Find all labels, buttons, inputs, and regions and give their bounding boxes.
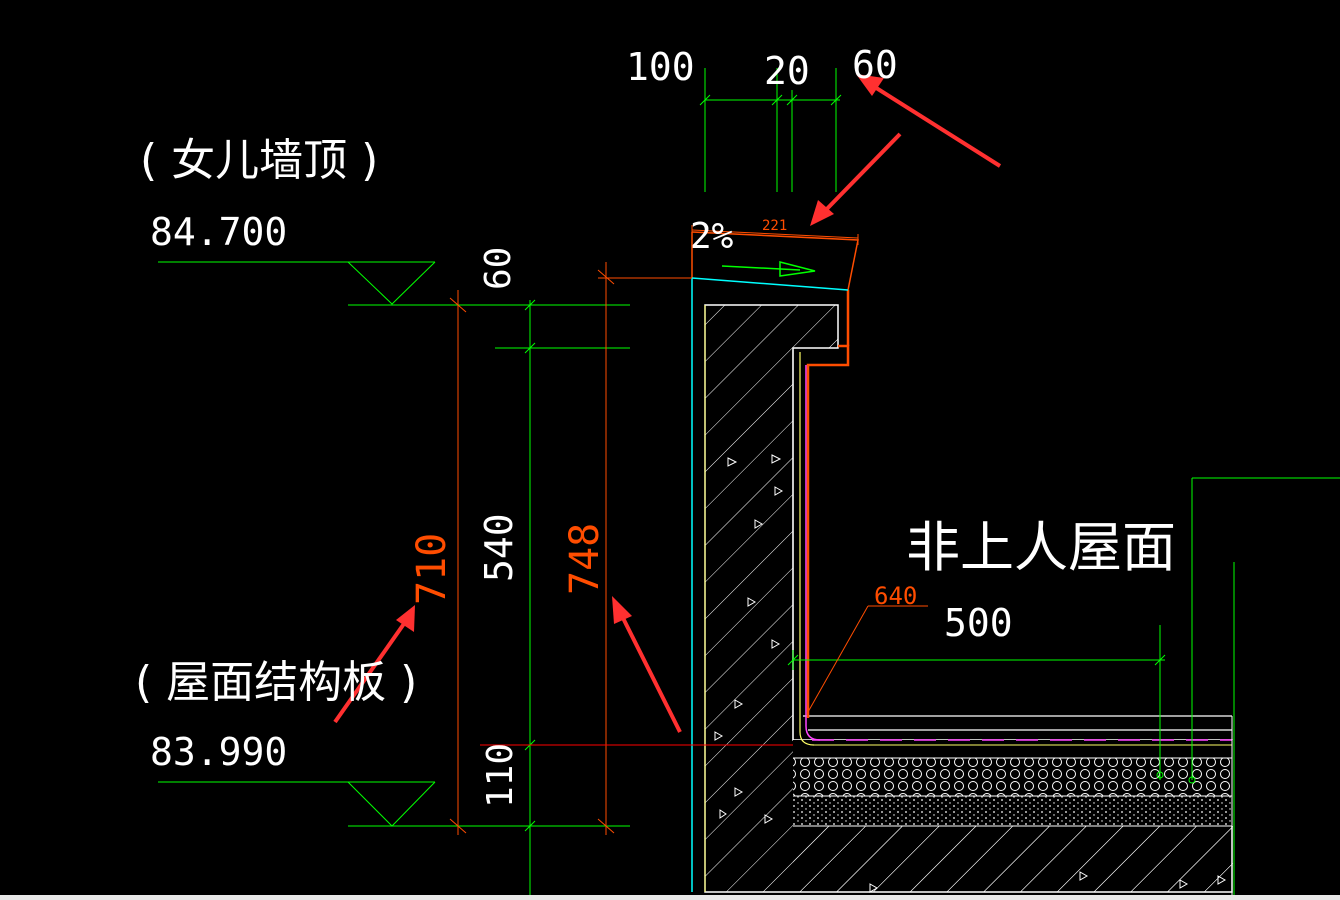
arrow-748 [612, 596, 682, 733]
parapet-top-title: ( 女儿墙顶 ) [140, 135, 378, 186]
dim-left-60: 60 [478, 247, 519, 290]
dim-640: 640 [874, 582, 917, 610]
dim-top-20: 20 [764, 49, 810, 93]
slope-label: 2% [690, 216, 734, 257]
bottom-edge-strip [0, 895, 1340, 900]
text-labels: ( 女儿墙顶 ) 84.700 ( 屋面结构板 ) 83.990 非上人屋面 2… [135, 43, 1340, 808]
dim-left-540: 540 [477, 513, 521, 582]
green-dimension-lines [158, 68, 1196, 895]
roof-slab-elevation: 83.990 [150, 730, 287, 774]
dim-top-60: 60 [852, 43, 898, 87]
arrow-710 [333, 605, 415, 724]
annotation-arrows [333, 74, 1002, 733]
parapet-top-elevation: 84.700 [150, 210, 287, 254]
dim-left-110: 110 [480, 743, 521, 808]
arrow-top-right [856, 74, 1002, 168]
roof-slab-title: ( 屋面结构板 ) [135, 657, 417, 708]
partial-label: 卜 [1325, 506, 1340, 555]
dim-500: 500 [944, 601, 1013, 645]
dim-top-100: 100 [626, 45, 695, 89]
dim-748: 748 [562, 523, 608, 595]
roof-type-label: 非上人屋面 [906, 516, 1176, 579]
dim-cap-221: 221 [762, 218, 787, 234]
orange-dimension-lines [449, 225, 928, 835]
adjacent-structure-outline [1191, 477, 1340, 896]
orange-text-labels: 221 640 710 748 [409, 218, 917, 610]
concrete-aggregate-marks [714, 454, 1227, 893]
arrow-cap [810, 132, 902, 226]
waterproof-upturn [792, 290, 850, 746]
dim-710: 710 [409, 533, 455, 605]
